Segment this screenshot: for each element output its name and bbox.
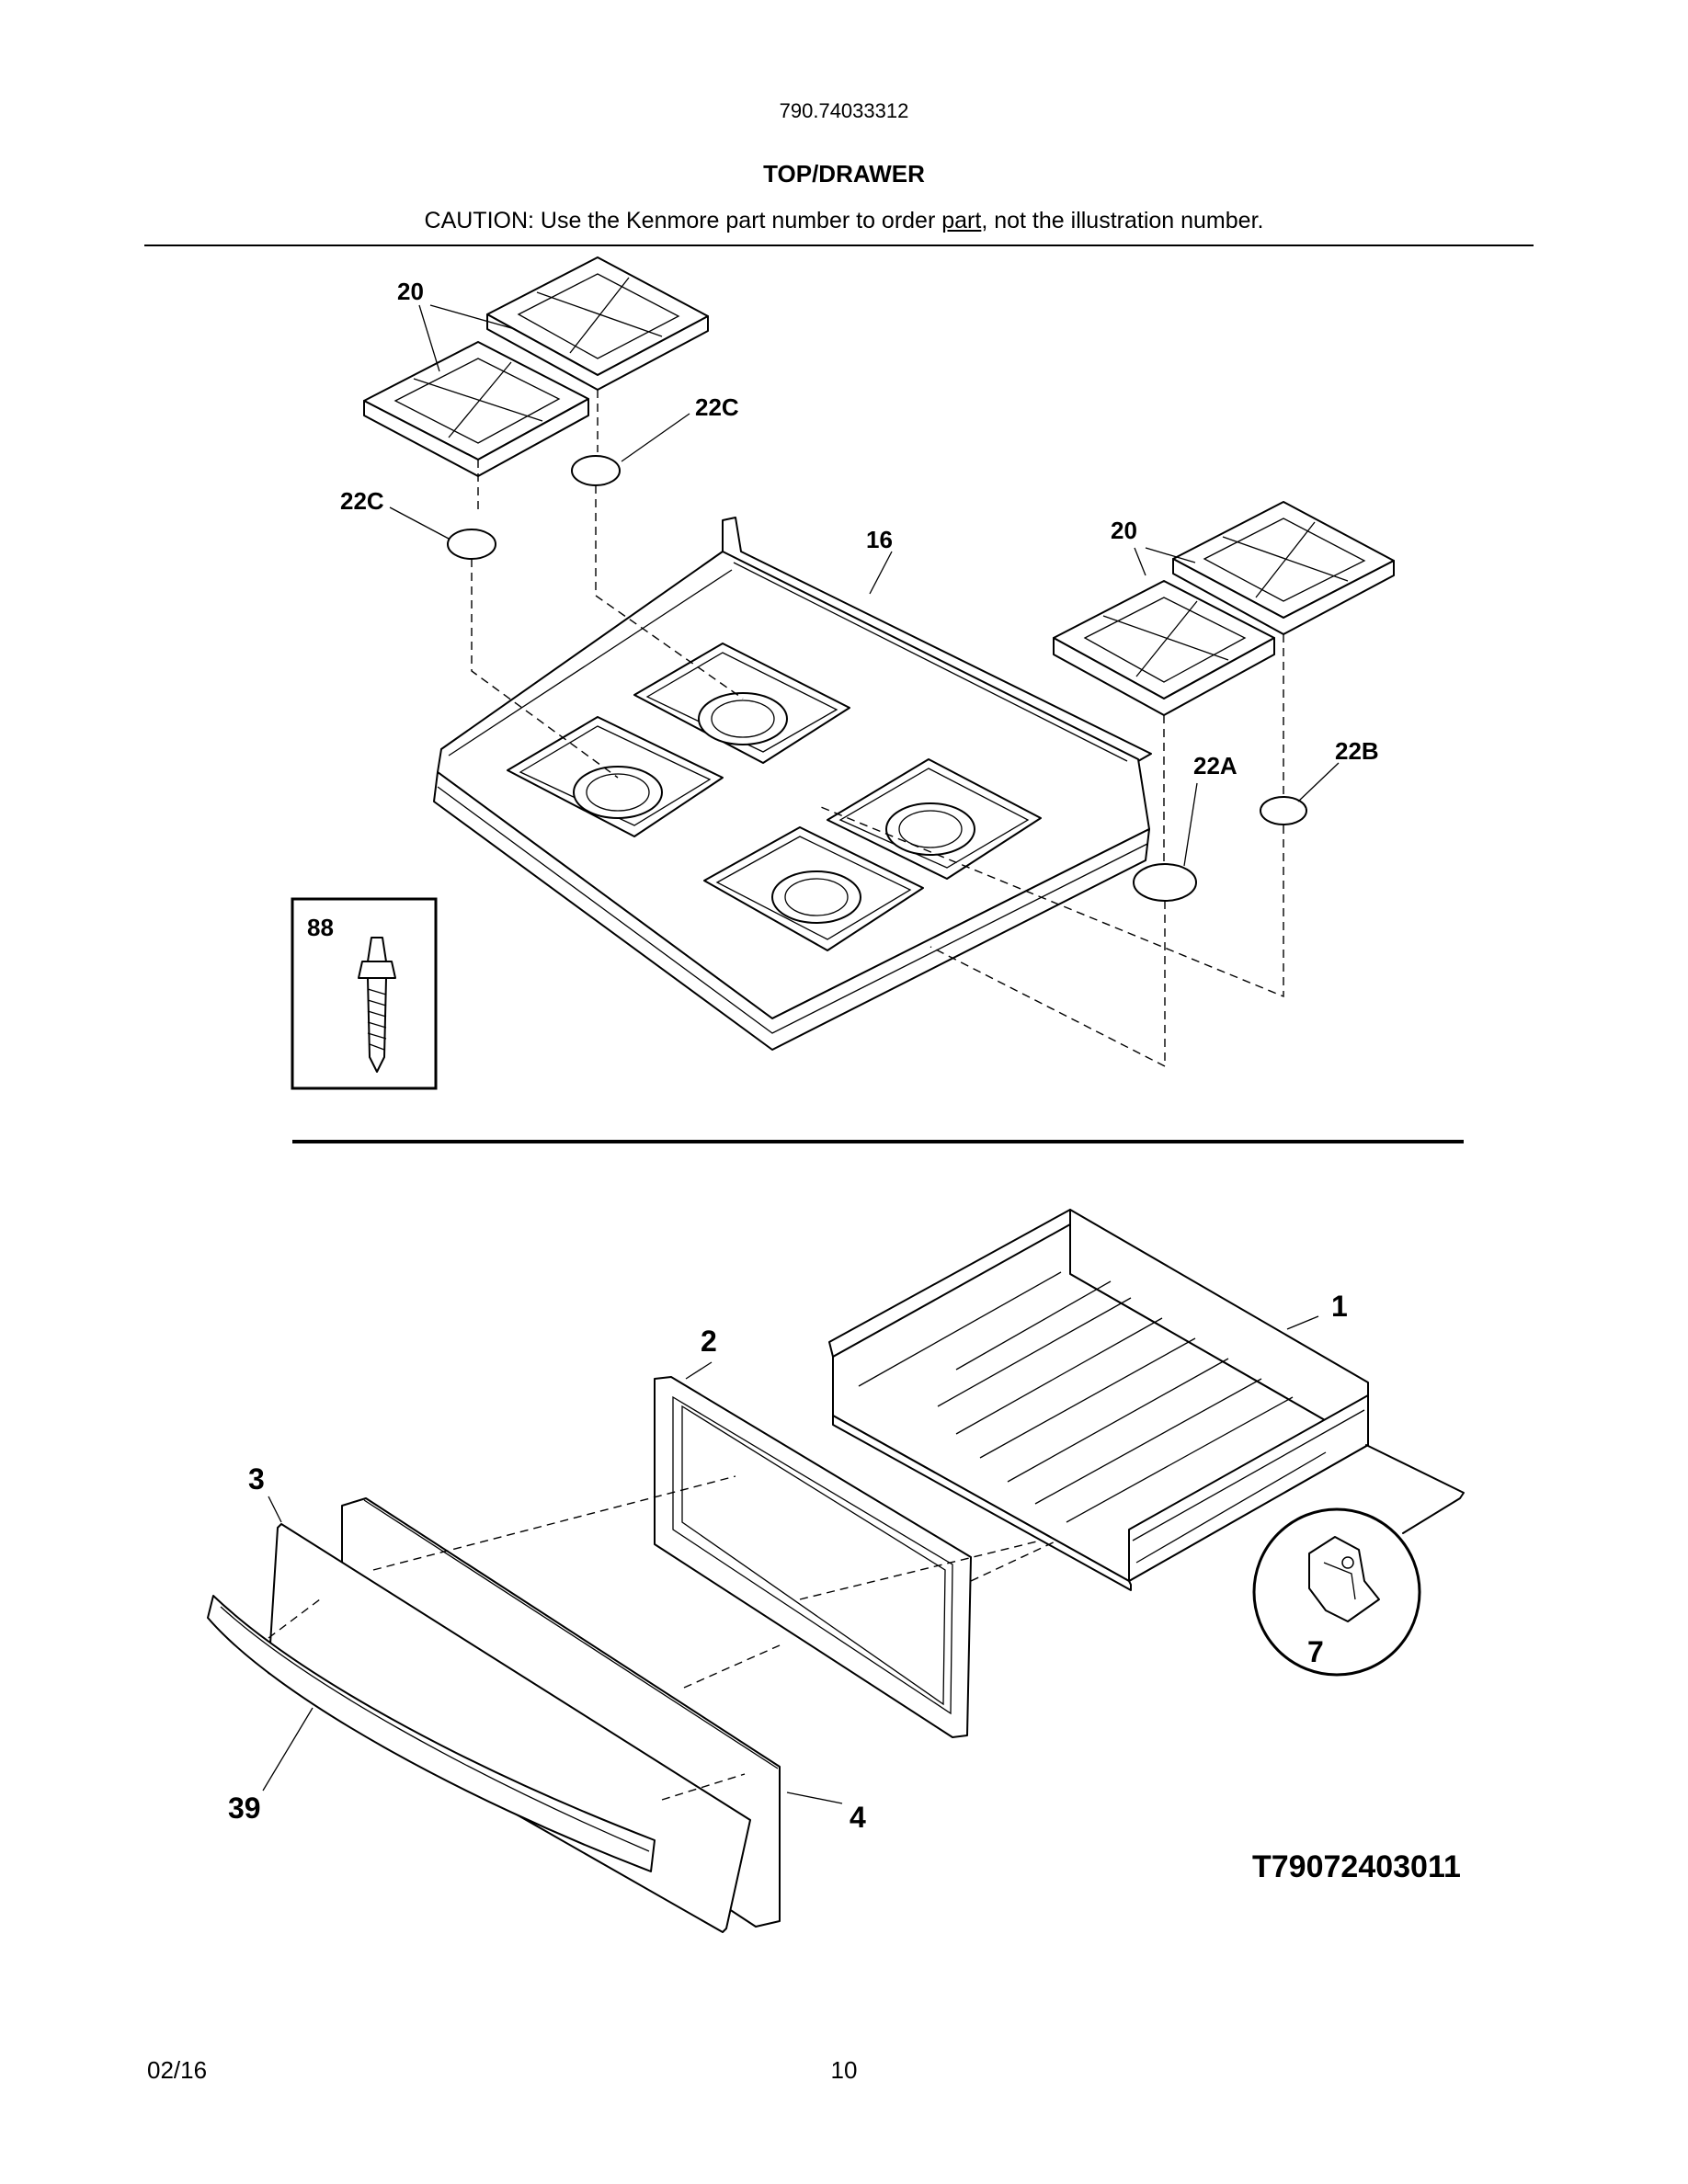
section-divider	[292, 1140, 1464, 1143]
callout-1: 1	[1331, 1290, 1348, 1323]
callout-20-left: 20	[397, 278, 424, 305]
clip-detail-illustration	[1252, 1444, 1465, 1677]
caution-note: CAUTION: Use the Kenmore part number to …	[0, 208, 1688, 234]
right-grate-illustration	[1053, 501, 1395, 716]
callout-4: 4	[850, 1801, 866, 1834]
footer-date: 02/16	[147, 2056, 208, 2084]
screw-88-box	[291, 897, 438, 1090]
callout-20-right: 20	[1111, 517, 1137, 544]
handle-illustration	[207, 1595, 656, 1872]
drawer-panel-illustration	[654, 1376, 972, 1738]
callout-22b: 22B	[1335, 737, 1379, 765]
model-number: 790.74033312	[779, 99, 909, 122]
callout-22c-upper: 22C	[695, 393, 739, 421]
illustration-reference-number: T79072403011	[1252, 1849, 1461, 1884]
callout-39: 39	[228, 1792, 261, 1825]
callout-7: 7	[1307, 1635, 1324, 1668]
burner-cap-22a	[1133, 863, 1197, 902]
header-rule	[144, 245, 1534, 246]
callout-3: 3	[248, 1462, 265, 1496]
callout-16: 16	[866, 526, 893, 553]
leader-lines-top	[389, 304, 1340, 867]
burner-cap-22b	[1260, 796, 1307, 825]
burner-cap-22c-left	[447, 529, 496, 560]
cooktop-illustration	[433, 517, 1152, 1051]
caution-underlined-word: part	[941, 208, 982, 233]
caution-text-end: , not the illustration number.	[981, 208, 1264, 233]
caution-text-start: CAUTION: Use the Kenmore part number to …	[424, 208, 942, 233]
section-title: TOP/DRAWER	[763, 160, 925, 188]
left-grate-illustration	[363, 256, 709, 477]
callout-2: 2	[701, 1325, 717, 1358]
drawer-body-illustration	[828, 1209, 1369, 1591]
callout-88: 88	[307, 914, 334, 941]
burner-cap-22c-upper	[571, 455, 621, 486]
alignment-lines-top	[471, 390, 1284, 1068]
callout-22c-left: 22C	[340, 487, 384, 515]
callout-22a: 22A	[1193, 752, 1237, 779]
leader-lines-drawer	[262, 1315, 1319, 1804]
footer-page-number: 10	[830, 2056, 858, 2084]
alignment-lines-drawer	[268, 1475, 1058, 1801]
